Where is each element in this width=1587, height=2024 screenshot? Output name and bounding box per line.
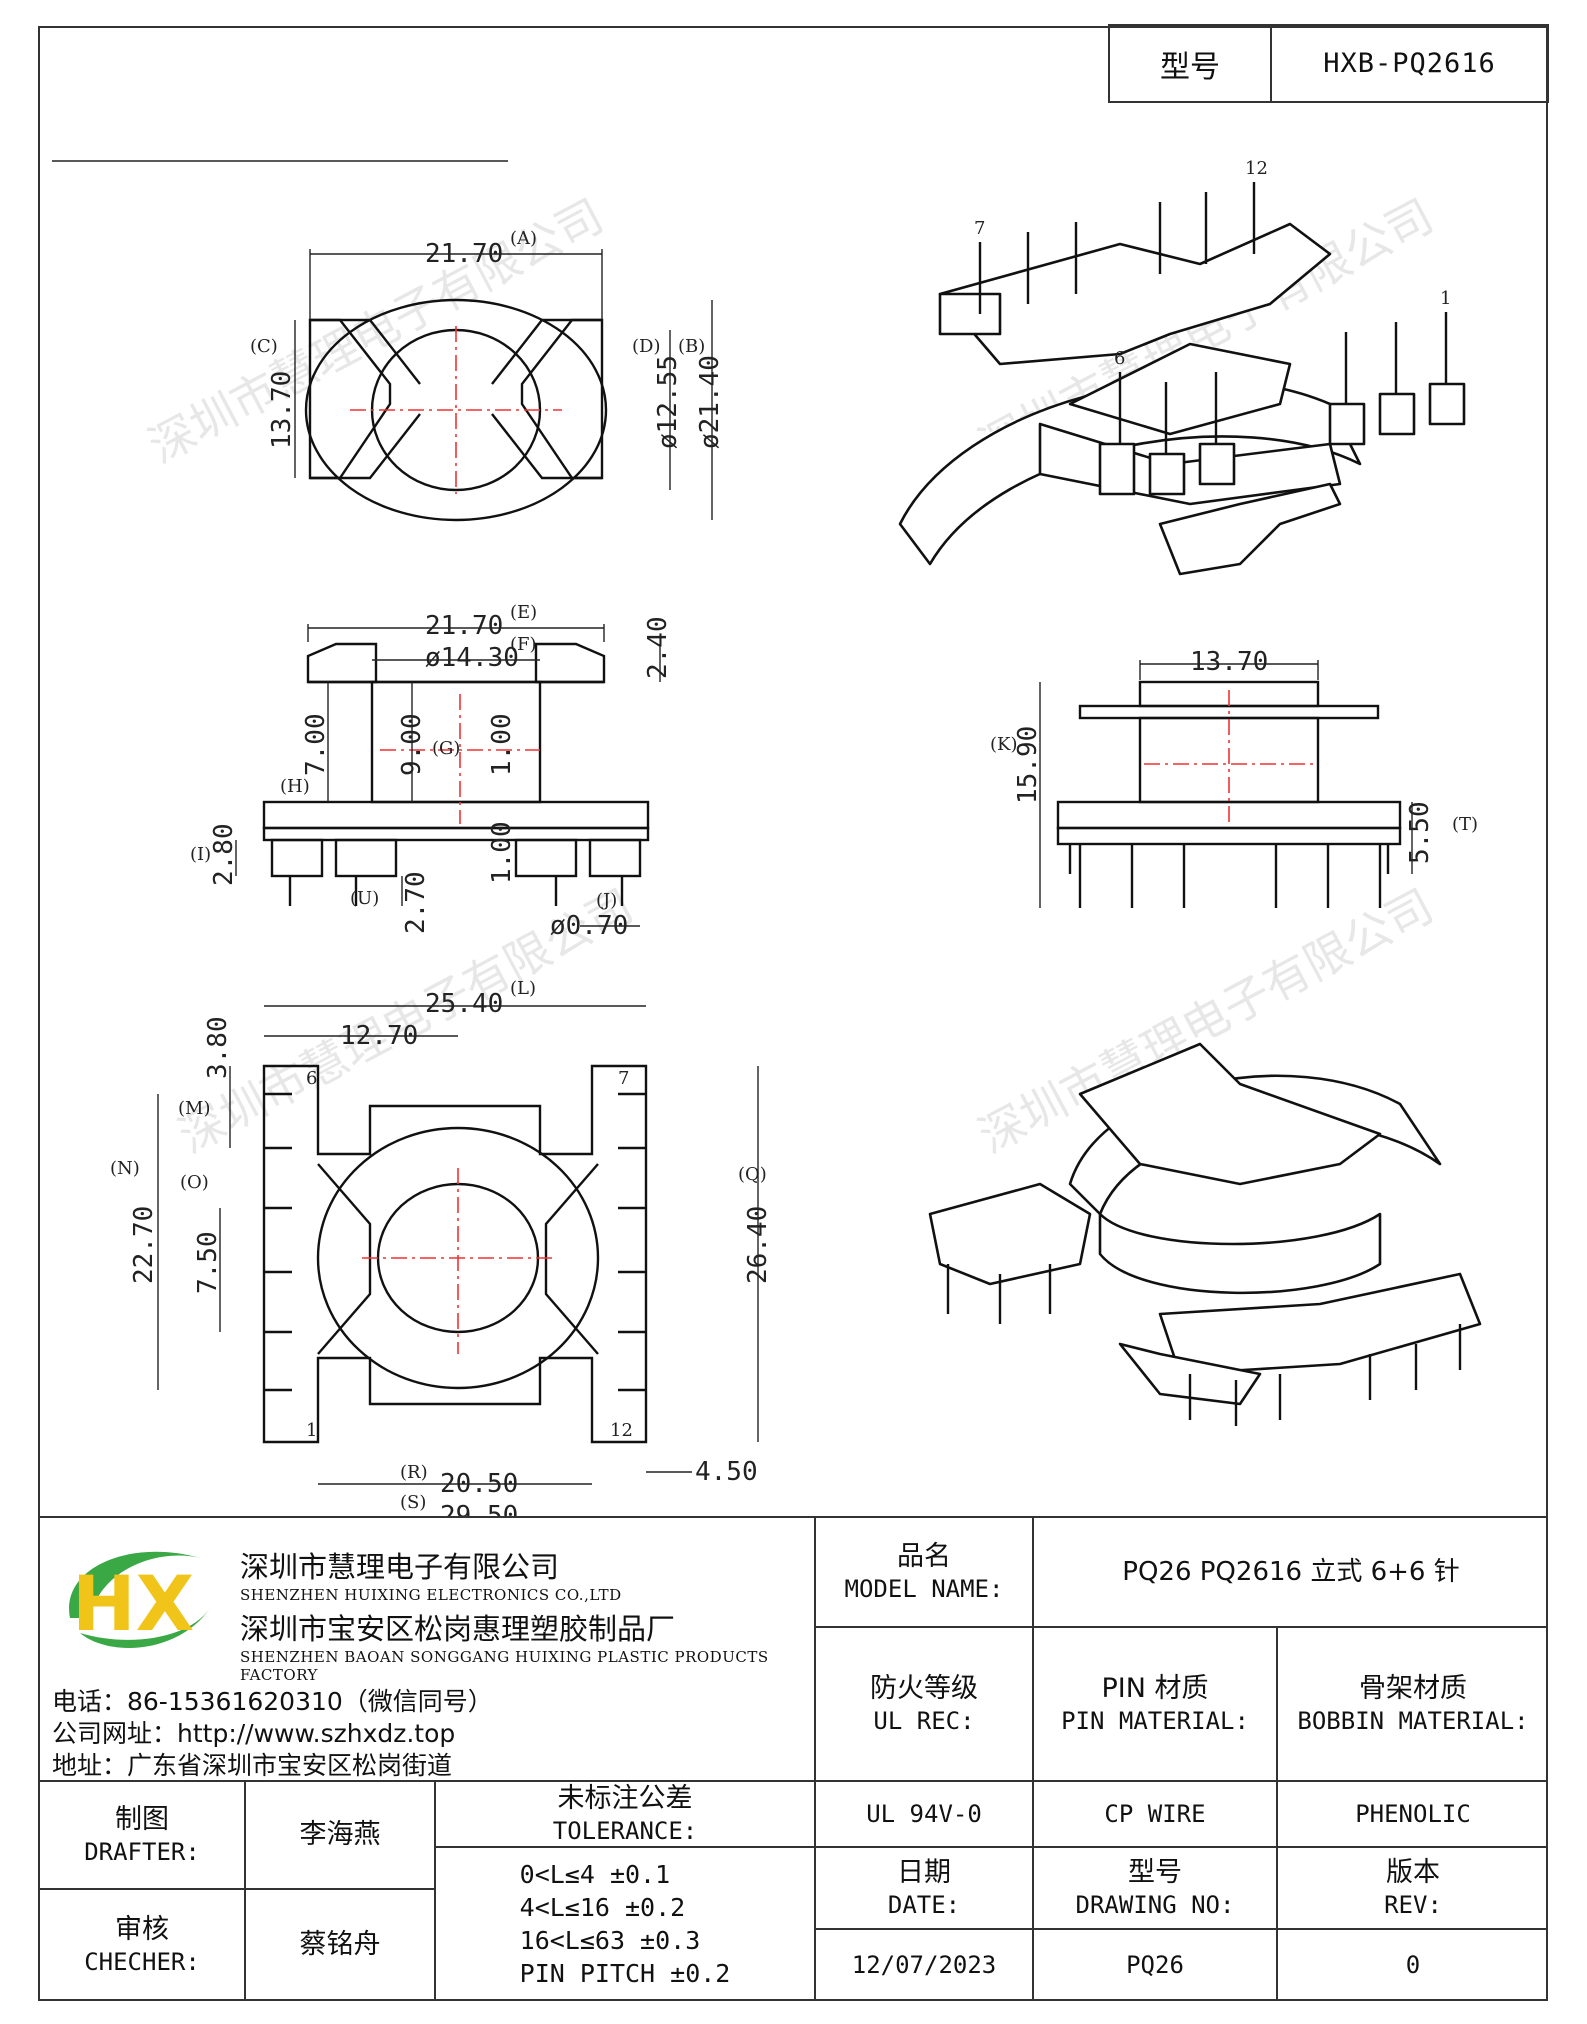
pin-1-label: 1 <box>306 1420 317 1441</box>
dim-s-letter: (S) <box>400 1492 426 1513</box>
dim-b-letter: (B) <box>678 336 705 357</box>
pin-material-header: PIN 材质 PIN MATERIAL: <box>1061 1673 1249 1735</box>
dim-h: 7.00 <box>301 713 331 776</box>
checker-header: 审核 CHECHER: <box>84 1914 200 1976</box>
drafter-name: 李海燕 <box>299 1819 381 1851</box>
logo-letters: HX <box>72 1559 194 1648</box>
dim-e-letter: (E) <box>510 602 537 623</box>
dim-q: 26.40 <box>743 1206 773 1284</box>
dim-q-letter: (Q) <box>738 1164 767 1185</box>
dim-c-letter: (C) <box>250 336 278 357</box>
pin-6-label: 6 <box>306 1068 317 1089</box>
dim-t-letter: (T) <box>1452 814 1478 835</box>
dim-n: 22.70 <box>129 1206 159 1284</box>
pin-7-label: 7 <box>618 1068 629 1089</box>
checker-name: 蔡铭舟 <box>299 1929 381 1961</box>
factory-name-zh: 深圳市宝安区松岗惠理塑胶制品厂 <box>240 1612 676 1646</box>
factory-name-en: SHENZHEN BAOAN SONGGANG HUIXING PLASTIC … <box>240 1648 769 1684</box>
dim-d: ø12.55 <box>653 355 683 449</box>
date-value: 12/07/2023 <box>851 1951 997 1979</box>
technical-drawing: .o { fill:none; stroke:#111; stroke-widt… <box>52 158 1482 1516</box>
dim-m-letter: (M) <box>178 1098 210 1119</box>
dim-inner-2: 1.00 <box>487 821 517 884</box>
pin-12-label: 12 <box>610 1420 633 1441</box>
dim-s: 29.50 <box>440 1501 518 1516</box>
bobbin-material-value: PHENOLIC <box>1355 1800 1471 1828</box>
dim-o: 7.50 <box>193 1231 223 1294</box>
company-website[interactable]: 公司网址：http://www.szhxdz.top <box>52 1719 456 1748</box>
tolerance-line-4: PIN PITCH ±0.2 <box>519 1959 731 1988</box>
dim-r: 20.50 <box>440 1469 518 1499</box>
tolerance-line-3: 16<L≤63 ±0.3 <box>519 1926 701 1955</box>
dim-g-letter: (G) <box>432 738 460 759</box>
dim-f-letter: (F) <box>510 634 537 655</box>
tolerance-header: 未标注公差 TOLERANCE: <box>552 1783 698 1845</box>
dim-a-letter: (A) <box>510 228 537 249</box>
model-number-box: 型号 HXB-PQ2616 <box>1108 24 1549 103</box>
model-label: 型号 <box>1110 26 1272 101</box>
dim-e: 21.70 <box>425 611 503 641</box>
pin-material-value: CP WIRE <box>1104 1800 1206 1828</box>
drawing-frame <box>38 26 1548 2001</box>
top-view: 21.70 (A) 13.70 (C) ø12.55 (D) ø21.40 (B… <box>250 228 725 522</box>
dim-l-letter: (L) <box>510 978 536 999</box>
model-value: HXB-PQ2616 <box>1323 48 1496 79</box>
bottom-view: 6 7 1 12 25.40 (L) 12.70 3.80 (M) 22.70 … <box>110 978 773 1516</box>
front-view: 21.70 (E) ø14.30 (F) 2.40 7.00 (H) 9.00 … <box>190 602 673 941</box>
dim-h-letter: (H) <box>280 776 310 797</box>
tolerance-line-1: 0<L≤4 ±0.1 <box>519 1860 671 1889</box>
ul-rec-header: 防火等级 UL REC: <box>870 1673 978 1735</box>
drawing-no-value: PQ26 <box>1126 1951 1184 1979</box>
model-name-header: 品名 MODEL NAME: <box>844 1541 1004 1603</box>
dim-c: 13.70 <box>267 371 297 449</box>
dim-inner-1: 1.00 <box>487 713 517 776</box>
rev-value: 0 <box>1405 1951 1421 1979</box>
dim-j: ø0.70 <box>550 911 628 941</box>
ul-value: UL 94V-0 <box>866 1800 982 1828</box>
company-name-en: SHENZHEN HUIXING ELECTRONICS CO.,LTD <box>240 1586 622 1604</box>
rev-header: 版本 REV: <box>1384 1857 1442 1919</box>
company-logo: HX <box>69 1551 210 1648</box>
dim-i: 2.80 <box>209 823 239 886</box>
dim-o-letter: (O) <box>180 1172 209 1193</box>
dim-u-letter: (U) <box>350 888 379 909</box>
company-address: 地址：广东省深圳市宝安区松岗街道 <box>52 1751 453 1780</box>
model-name-value: PQ26 PQ2616 立式 6+6 针 <box>1122 1556 1460 1587</box>
dim-top-flange: 2.40 <box>643 616 673 679</box>
drafter-header: 制图 DRAFTER: <box>84 1804 200 1866</box>
dim-f: ø14.30 <box>425 643 519 673</box>
dim-b: ø21.40 <box>695 355 725 449</box>
isometric-view-bottom <box>928 1042 1482 1426</box>
iso-pin-7-label: 7 <box>974 218 985 239</box>
dim-n-letter: (N) <box>110 1158 140 1179</box>
dim-j-letter: (J) <box>596 890 617 911</box>
dim-t: 5.50 <box>1405 801 1435 864</box>
dim-k-letter: (K) <box>990 734 1018 755</box>
date-header: 日期 DATE: <box>887 1857 961 1919</box>
isometric-view-top: 7 12 1 6 <box>898 158 1466 576</box>
company-phone: 电话：86-15361620310（微信同号） <box>52 1687 493 1716</box>
company-name-zh: 深圳市慧理电子有限公司 <box>240 1550 560 1584</box>
dim-half: 12.70 <box>340 1021 418 1051</box>
drawing-no-header: 型号 DRAWING NO: <box>1075 1857 1235 1919</box>
dim-side-width: 13.70 <box>1190 647 1268 677</box>
tolerance-values: 0<L≤4 ±0.1 4<L≤16 ±0.2 16<L≤63 ±0.3 PIN … <box>436 1848 814 2000</box>
dim-side-pitch: 4.50 <box>695 1457 758 1487</box>
dim-u: 2.70 <box>401 871 431 934</box>
iso-pin-1-label: 1 <box>1440 288 1451 309</box>
side-view: 13.70 15.90 (K) 5.50 (T) <box>990 647 1478 908</box>
company-info: HX 深圳市慧理电子有限公司 SHENZHEN HUIXING ELECTRON… <box>42 1518 812 1782</box>
dim-m: 3.80 <box>203 1016 233 1079</box>
dim-a: 21.70 <box>425 239 503 269</box>
dim-g: 9.00 <box>397 713 427 776</box>
dim-l: 25.40 <box>425 989 503 1019</box>
dim-k: 15.90 <box>1013 726 1043 804</box>
tolerance-line-2: 4<L≤16 ±0.2 <box>519 1893 686 1922</box>
bobbin-material-header: 骨架材质 BOBBIN MATERIAL: <box>1297 1673 1529 1735</box>
iso-pin-6-label: 6 <box>1114 348 1125 369</box>
dim-i-letter: (I) <box>190 844 211 865</box>
dim-d-letter: (D) <box>632 336 660 357</box>
iso-pin-12-label: 12 <box>1245 158 1268 179</box>
dim-r-letter: (R) <box>400 1462 428 1483</box>
